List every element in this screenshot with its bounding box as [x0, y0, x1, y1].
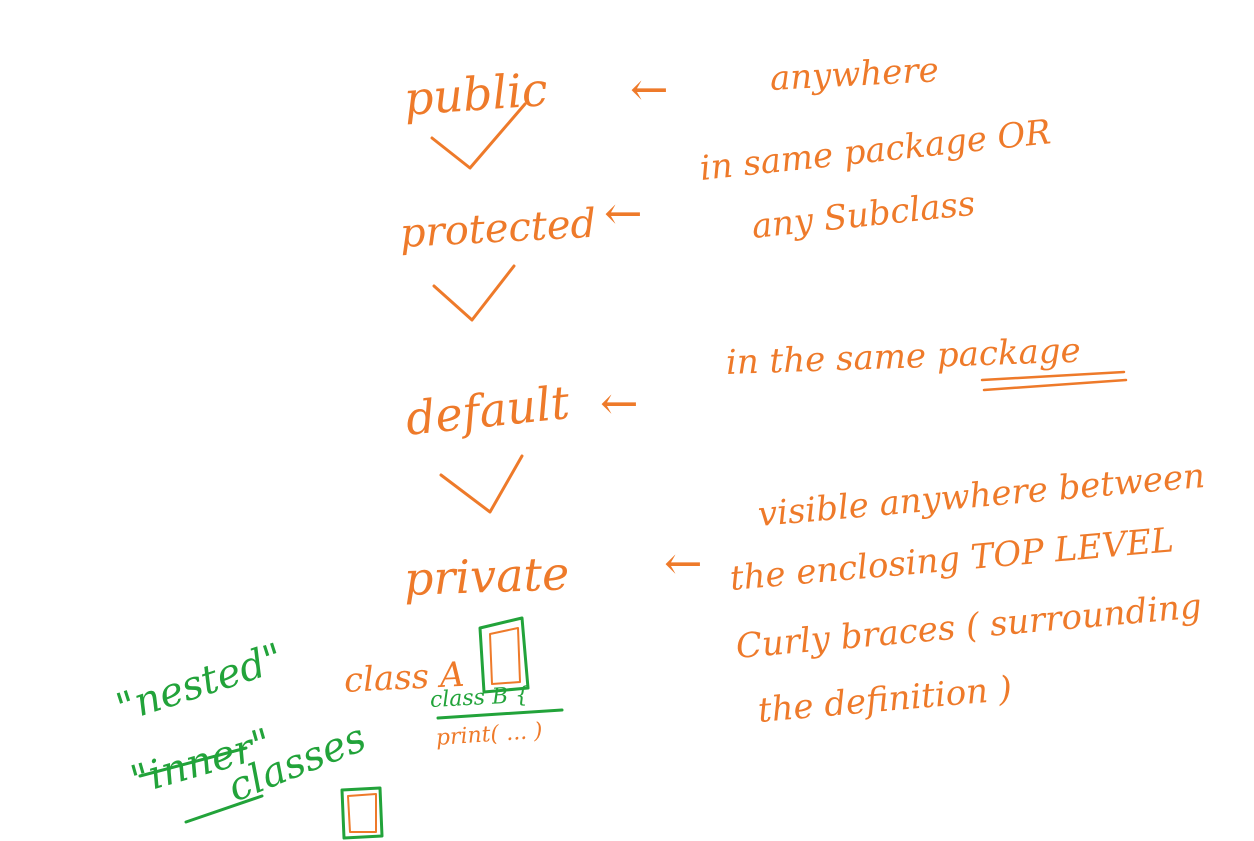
- modifier-public: public: [402, 62, 550, 126]
- inner-underline: [184, 794, 264, 824]
- checkmark-2: [432, 264, 516, 322]
- braces-box-outer: [478, 616, 530, 694]
- arrow-icon: ←: [664, 536, 703, 590]
- checkmark-3: [439, 454, 524, 514]
- default-description-prefix: in the same: [725, 335, 938, 383]
- braces-box-inner: [489, 627, 521, 685]
- default-description-package: package: [936, 330, 1082, 376]
- arrow-icon: ←: [604, 186, 643, 240]
- nested-underline: [138, 746, 248, 778]
- small-braces-box-inner: [347, 793, 377, 833]
- arrow-icon: ←: [630, 62, 669, 116]
- package-underline-2: [982, 378, 1128, 392]
- modifier-protected: protected: [398, 200, 598, 257]
- small-braces-box-outer: [340, 786, 384, 840]
- modifier-private: private: [403, 546, 571, 606]
- package-underline-1: [980, 370, 1126, 382]
- class-b-underline: [436, 708, 564, 720]
- arrow-icon: ←: [600, 376, 639, 430]
- public-description: anywhere: [768, 50, 940, 99]
- checkmark-1: [430, 102, 527, 170]
- sketch-class-b: class B {: [429, 682, 530, 713]
